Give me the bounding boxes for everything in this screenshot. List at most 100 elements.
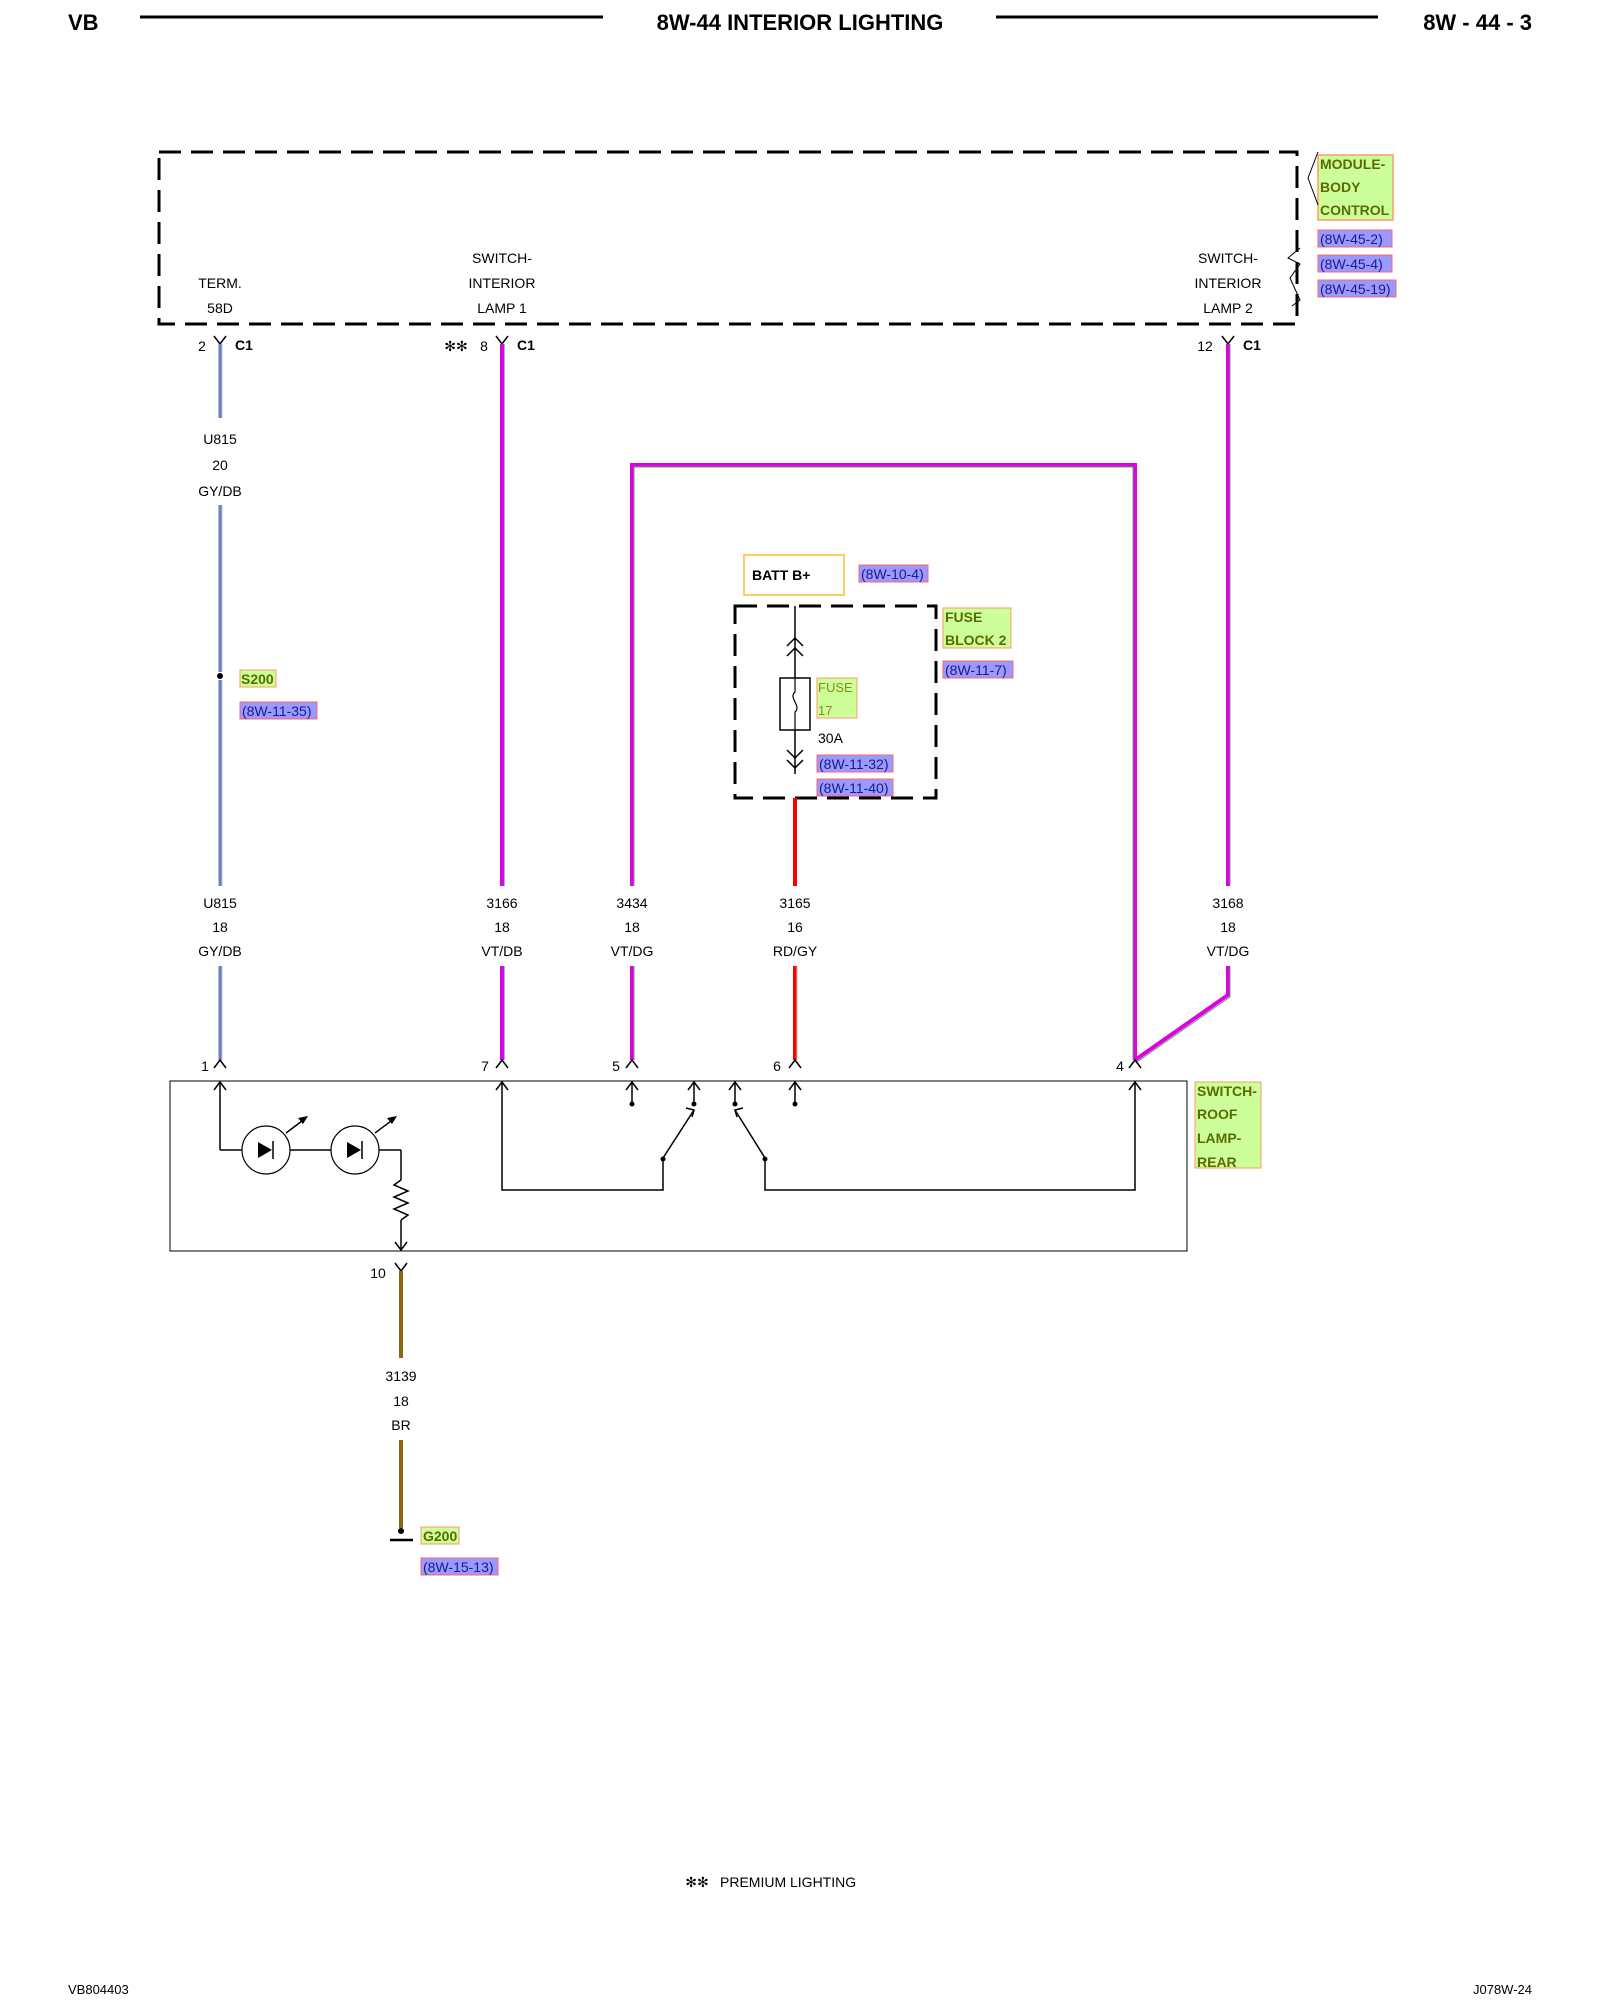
batt-b-plus-label: BATT B+ xyxy=(752,567,810,583)
wire-3166 xyxy=(500,344,505,1060)
module-pin-12-connector-icon xyxy=(1221,335,1235,346)
wire-u815-lower-gauge: 18 xyxy=(212,919,228,935)
wire-3168 xyxy=(1133,344,1231,1063)
module-pin-2: 2 xyxy=(198,338,206,354)
page-title: 8W-44 INTERIOR LIGHTING xyxy=(657,10,944,35)
switch-pin-7: 7 xyxy=(481,1058,489,1074)
fuse-block-2-name-line-1: FUSE xyxy=(945,609,982,625)
switch-roof-lamp-rear-box xyxy=(169,1080,1188,1252)
wire-u815-lower-circuit: U815 xyxy=(203,895,237,911)
fuse-ref-2[interactable]: (8W-11-40) xyxy=(819,780,889,796)
switch-pin-1: 1 xyxy=(201,1058,209,1074)
led-1-icon xyxy=(241,1116,308,1175)
premium-lighting-marker: ✻✻ xyxy=(444,338,467,354)
switch-interior-lamp-2-label-line-3: LAMP 2 xyxy=(1203,300,1253,316)
fuse-ref-2-highlight xyxy=(816,778,894,797)
module-pin-12-connector: C1 xyxy=(1243,337,1261,353)
module-pin-8-connector-icon xyxy=(495,335,509,346)
fuse-17-element xyxy=(792,678,798,730)
wire-3168-gauge: 18 xyxy=(1220,919,1236,935)
splice-s200-dot xyxy=(217,673,223,679)
wire-3434-circuit: 3434 xyxy=(616,895,647,911)
wire-u815-upper xyxy=(218,344,223,672)
module-pin-8: 8 xyxy=(480,338,488,354)
switch-interior-lamp-1-label-line-3: LAMP 1 xyxy=(477,300,527,316)
module-body-control-box xyxy=(157,150,1299,326)
module-pin-12: 12 xyxy=(1197,338,1213,354)
term-58d-label-line-1: TERM. xyxy=(198,275,242,291)
footer-left-code: VB804403 xyxy=(68,1982,129,1997)
fuse-ref-1-highlight xyxy=(816,754,894,773)
module-leader-line xyxy=(1307,151,1319,206)
switch-pin-4-connector-icon xyxy=(1128,1058,1142,1069)
switch-pin-5-connector-icon xyxy=(625,1058,639,1069)
wire-3165-circuit: 3165 xyxy=(779,895,810,911)
wire-u815-upper-color: GY/DB xyxy=(198,483,242,499)
fuse-17-name-highlight xyxy=(816,677,858,719)
wire-3139-color: BR xyxy=(391,1417,410,1433)
ground-g200-ref-highlight xyxy=(420,1557,499,1576)
switch-pin-10: 10 xyxy=(370,1265,386,1281)
wire-u815-upper-circuit: U815 xyxy=(203,431,237,447)
fuse-block-2-ref-highlight xyxy=(942,660,1014,679)
fuse-17-name-line-1: FUSE xyxy=(818,680,853,695)
module-ref-3[interactable]: (8W-45-19) xyxy=(1320,281,1391,297)
wire-u815-mid xyxy=(218,680,223,886)
footer-note-marker: ✻✻ xyxy=(685,1874,708,1890)
wire-3168-color: VT/DG xyxy=(1207,943,1250,959)
switch-interior-lamp-1-label-line-2: INTERIOR xyxy=(469,275,536,291)
module-ref-2-highlight xyxy=(1317,254,1393,273)
led-circuit xyxy=(213,1080,410,1252)
fuse-block-2-name-highlight xyxy=(942,607,1012,649)
wire-3434-gauge: 18 xyxy=(624,919,640,935)
contact-dot-2 xyxy=(691,1101,697,1107)
fuse-17-rating: 30A xyxy=(818,730,844,746)
module-name-highlight xyxy=(1317,154,1394,221)
switch-pin-5: 5 xyxy=(612,1058,620,1074)
ground-g200-ref[interactable]: (8W-15-13) xyxy=(423,1559,494,1575)
fuse-input-chevron-icon-2 xyxy=(786,646,804,657)
led-2-icon xyxy=(330,1116,397,1175)
switch-pin-6: 6 xyxy=(773,1058,781,1074)
module-pin-2-connector-icon xyxy=(213,335,227,346)
contact-dot-1 xyxy=(629,1101,635,1107)
switch-pin-7-connector-icon xyxy=(495,1058,509,1069)
footer-note: PREMIUM LIGHTING xyxy=(720,1874,856,1890)
fuse-block-2-ref[interactable]: (8W-11-7) xyxy=(945,662,1007,678)
wire-3434 xyxy=(630,463,1137,1060)
module-refs-leader-line xyxy=(1287,247,1301,307)
module-ref-3-highlight xyxy=(1317,279,1397,298)
switch-interior-lamp-2-label-line-1: SWITCH- xyxy=(1198,250,1258,266)
splice-s200-name[interactable]: S200 xyxy=(241,671,274,687)
switch-interior-lamp-2-label-line-2: INTERIOR xyxy=(1195,275,1262,291)
fuse-ref-1[interactable]: (8W-11-32) xyxy=(819,756,889,772)
fuse-block-2-name-line-2: BLOCK 2 xyxy=(945,632,1007,648)
footer-right-code: J078W-24 xyxy=(1473,1982,1532,1997)
switch-name-line-2: ROOF xyxy=(1197,1106,1238,1122)
splice-s200-highlight xyxy=(239,669,277,688)
wire-u815-lower xyxy=(218,966,223,1060)
module-ref-1[interactable]: (8W-45-2) xyxy=(1320,231,1383,247)
wire-3168-circuit: 3168 xyxy=(1212,895,1243,911)
ground-g200-highlight xyxy=(420,1526,460,1545)
wire-u815-upper-gauge: 20 xyxy=(212,457,228,473)
fuse-17-name-line-2: 17 xyxy=(818,703,832,718)
page-number: 8W - 44 - 3 xyxy=(1423,10,1532,35)
ground-g200-name[interactable]: G200 xyxy=(423,1528,457,1544)
wire-3165-gauge: 16 xyxy=(787,919,803,935)
fuse-input-chevron-icon xyxy=(786,636,804,647)
switch-contacts xyxy=(495,1080,1142,1191)
module-ref-2[interactable]: (8W-45-4) xyxy=(1320,256,1383,272)
module-ref-1-highlight xyxy=(1317,229,1393,248)
module-pin-8-connector: C1 xyxy=(517,337,535,353)
switch-name-line-3: LAMP- xyxy=(1197,1130,1242,1146)
switch-pin-10-connector-icon xyxy=(394,1262,408,1273)
switch-name-line-1: SWITCH- xyxy=(1197,1083,1257,1099)
switch-pin-6-connector-icon xyxy=(788,1058,802,1069)
switch-name-line-4: REAR xyxy=(1197,1154,1237,1170)
splice-s200-ref[interactable]: (8W-11-35) xyxy=(242,703,312,719)
contact-dot-5 xyxy=(660,1156,666,1162)
ground-g200-dot xyxy=(398,1528,404,1534)
batt-ref[interactable]: (8W-10-4) xyxy=(861,566,924,582)
